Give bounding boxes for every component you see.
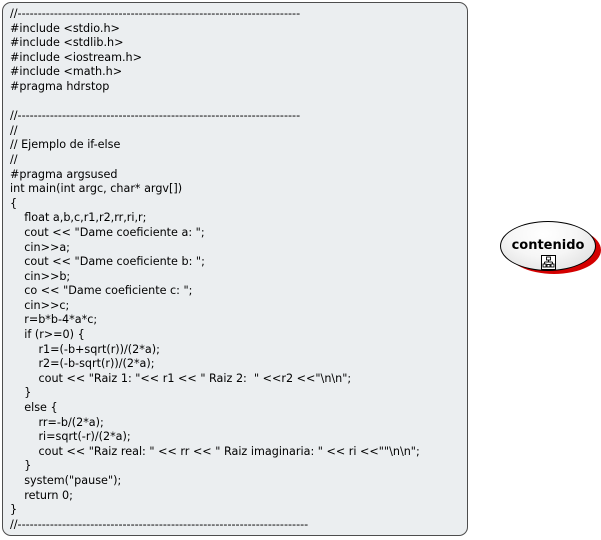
code-line: { [10, 196, 18, 210]
code-line: r=b*b-4*a*c; [10, 313, 98, 327]
code-line: return 0; [10, 488, 73, 502]
code-line: cin>>c; [10, 298, 70, 312]
code-line: } [10, 459, 32, 473]
code-line: cout << "Dame coeficiente a: "; [10, 225, 205, 239]
code-line [10, 95, 465, 110]
code-panel: //--------------------------------------… [2, 2, 468, 536]
code-line: cin>>b; [10, 269, 71, 283]
code-line: float a,b,c,r1,r2,rr,ri,r; [10, 211, 147, 225]
code-line: #include <stdlib.h> [10, 36, 124, 50]
code-line: // [10, 152, 18, 166]
code-line: #pragma argsused [10, 167, 118, 181]
code-line: if (r>=0) { [10, 328, 85, 342]
diagram-icon [541, 255, 556, 270]
code-line: rr=-b/(2*a); [10, 415, 104, 429]
code-line: //--------------------------------------… [10, 109, 301, 123]
code-line: r1=(-b+sqrt(r))/(2*a); [10, 342, 160, 356]
code-line: // [10, 123, 18, 137]
code-lines: //--------------------------------------… [10, 7, 465, 532]
code-line: //--------------------------------------… [10, 7, 301, 20]
code-line: system("pause"); [10, 474, 122, 487]
code-line: #include <math.h> [10, 65, 123, 79]
code-line: cout << "Raiz real: " << rr << " Raiz im… [10, 444, 420, 458]
code-line: } [10, 386, 32, 400]
code-line: r2=(-b-sqrt(r))/(2*a); [10, 357, 155, 371]
content-button-label: contenido [511, 238, 585, 253]
code-line: // Ejemplo de if-else [10, 138, 121, 152]
code-line: ri=sqrt(-r)/(2*a); [10, 430, 131, 444]
code-line: int main(int argc, char* argv[]) [10, 182, 183, 196]
code-line: #include <iostream.h> [10, 50, 143, 64]
code-line: cin>>a; [10, 240, 70, 254]
code-line: co << "Dame coeficiente c: "; [10, 284, 193, 298]
code-line: #include <stdio.h> [10, 21, 120, 35]
code-line: cout << "Raiz 1: "<< r1 << " Raiz 2: " <… [10, 371, 352, 385]
code-line: } [10, 503, 18, 517]
code-line: else { [10, 401, 58, 415]
code-line: cout << "Dame coeficiente b: "; [10, 255, 205, 269]
code-line: #pragma hdrstop [10, 79, 110, 93]
content-button[interactable]: contenido [500, 221, 596, 271]
code-line: //--------------------------------------… [10, 517, 309, 531]
